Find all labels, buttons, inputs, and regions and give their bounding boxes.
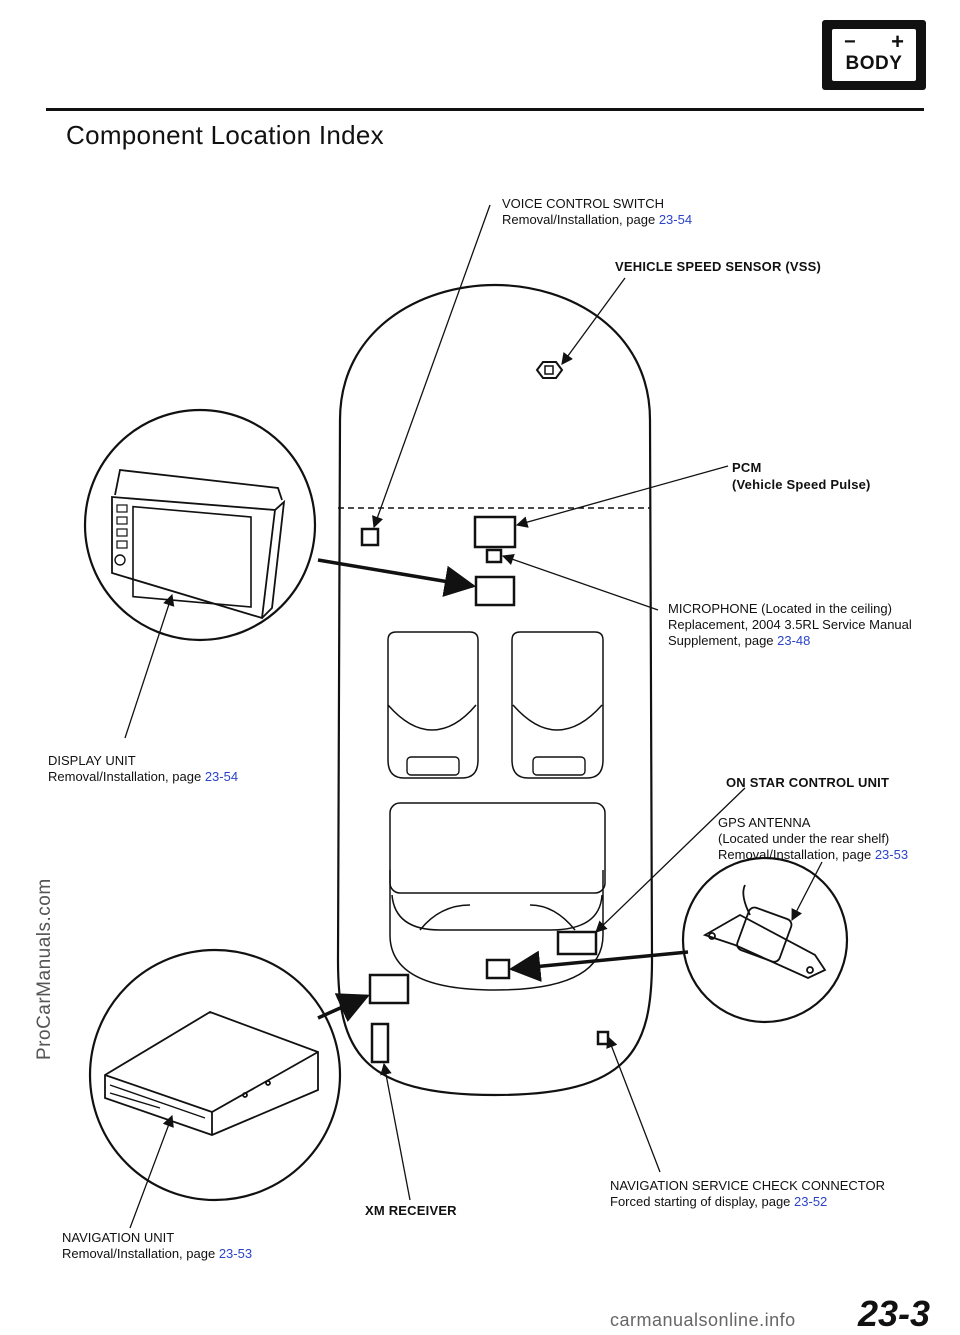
leader-gps-antenna — [791, 861, 823, 922]
voice-control-name: VOICE CONTROL SWITCH — [502, 196, 665, 211]
nav-unit-page-link[interactable]: 23-53 — [218, 1246, 253, 1261]
nav-unit-drawing — [104, 1011, 319, 1136]
leader-xm-receiver — [380, 1062, 411, 1201]
microphone-box — [485, 548, 503, 564]
microphone-name: MICROPHONE (Located in the ceiling) — [668, 601, 892, 616]
leader-nav-unit — [129, 1114, 174, 1229]
leader-pcm — [515, 465, 729, 528]
leader-voice-control — [372, 204, 491, 529]
voice-control-page-link[interactable]: 23-54 — [658, 212, 693, 227]
gps-connector-box — [485, 958, 511, 980]
label-nav-check-connector: NAVIGATION SERVICE CHECK CONNECTOR Force… — [610, 1178, 885, 1210]
nav-unit-box — [368, 973, 410, 1005]
pcm-box — [473, 515, 517, 549]
gps-antenna-circle — [681, 856, 849, 1024]
front-seat-right-cushion — [532, 756, 586, 776]
badge-minus: − — [844, 31, 856, 53]
page-title: Component Location Index — [66, 120, 384, 150]
leader-vss — [561, 277, 626, 365]
nav-unit-circle — [88, 948, 342, 1202]
label-microphone: MICROPHONE (Located in the ceiling) Repl… — [668, 601, 912, 649]
leader-microphone — [501, 553, 659, 611]
display-control-box — [474, 575, 516, 607]
gps-antenna-page-link[interactable]: 23-53 — [874, 847, 909, 862]
nav-unit-name: NAVIGATION UNIT — [62, 1230, 175, 1245]
leader-gps-connector — [508, 950, 689, 982]
nav-check-sub: Forced starting of display, page — [610, 1194, 795, 1209]
rear-seat-back — [389, 802, 606, 894]
badge-plus: + — [891, 29, 904, 54]
rear-seat-bench — [389, 870, 604, 991]
body-section-badge: − + BODY — [822, 20, 926, 90]
gps-antenna-name: GPS ANTENNA — [718, 815, 811, 830]
microphone-page-link[interactable]: 23-48 — [777, 633, 811, 648]
front-seat-right — [511, 631, 604, 779]
vss-sensor-icon — [535, 361, 564, 379]
footer-site: carmanualsonline.info — [610, 1310, 796, 1330]
label-display-unit: DISPLAY UNIT Removal/Installation, page … — [48, 753, 238, 785]
nav-unit-sub: Removal/Installation, page — [62, 1246, 219, 1261]
on-star-box — [556, 930, 598, 956]
label-on-star: ON STAR CONTROL UNIT — [726, 775, 890, 790]
label-pcm: PCM (Vehicle Speed Pulse) — [732, 459, 871, 493]
microphone-sub: Replacement, 2004 3.5RL Service Manual — [668, 617, 912, 632]
leader-on-star — [595, 787, 746, 933]
nav-check-connector-box — [596, 1030, 610, 1046]
display-unit-name: DISPLAY UNIT — [48, 753, 136, 768]
display-unit-page-link[interactable]: 23-54 — [204, 769, 239, 784]
leader-display-unit — [124, 593, 175, 739]
car-body-outline — [336, 283, 654, 1097]
display-unit-circle — [83, 408, 317, 642]
label-gps-antenna: GPS ANTENNA (Located under the rear shel… — [718, 815, 908, 863]
leader-display-control — [317, 558, 477, 597]
leader-nav-unit-box — [317, 993, 370, 1022]
voice-control-sub: Removal/Installation, page — [502, 212, 659, 227]
label-navigation-unit: NAVIGATION UNIT Removal/Installation, pa… — [62, 1230, 252, 1262]
page-number: 23-3 — [858, 1293, 931, 1334]
xm-receiver-box — [370, 1022, 390, 1064]
label-xm-receiver: XM RECEIVER — [365, 1203, 457, 1218]
nav-check-name: NAVIGATION SERVICE CHECK CONNECTOR — [610, 1178, 885, 1193]
front-seat-left — [387, 631, 479, 779]
microphone-sub2: Supplement, page — [668, 633, 778, 648]
gps-antenna-sub: (Located under the rear shelf) — [718, 831, 890, 846]
display-unit-sub: Removal/Installation, page — [48, 769, 205, 784]
voice-control-switch-box — [360, 527, 380, 547]
pcm-name: PCM — [732, 460, 762, 475]
gps-antenna-sub2: Removal/Installation, page — [718, 847, 875, 862]
label-vss: VEHICLE SPEED SENSOR (VSS) — [615, 259, 822, 274]
badge-text: BODY — [845, 53, 903, 74]
display-unit-drawing — [111, 469, 286, 620]
header-rule — [46, 108, 924, 111]
front-seat-left-cushion — [406, 756, 460, 776]
battery-icon: − + BODY — [832, 29, 916, 81]
leader-nav-check — [606, 1035, 661, 1173]
gps-antenna-drawing — [702, 884, 827, 979]
pcm-sub: (Vehicle Speed Pulse) — [732, 477, 871, 492]
label-voice-control-switch: VOICE CONTROL SWITCH Removal/Installatio… — [502, 196, 692, 228]
nav-check-page-link[interactable]: 23-52 — [794, 1194, 828, 1209]
watermark-text: ProCarManuals.com — [34, 878, 55, 1060]
